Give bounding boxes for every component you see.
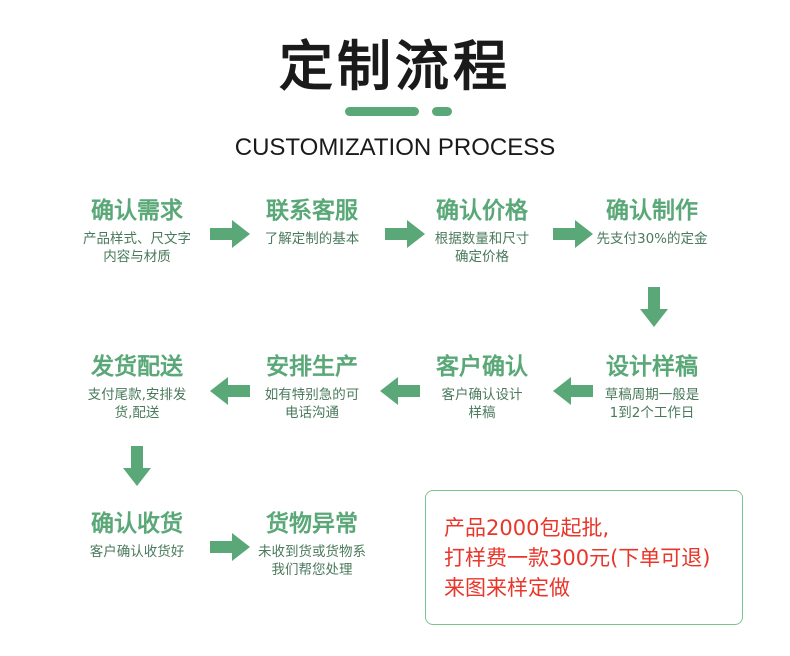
step-desc: 草稿周期一般是 1到2个工作日 bbox=[572, 386, 732, 422]
step-confirm-requirements: 确认需求 产品样式、尺文字 内容与材质 bbox=[57, 196, 217, 266]
step-desc-line: 产品样式、尺文字 bbox=[83, 231, 191, 247]
step-title: 客户确认 bbox=[436, 354, 528, 380]
step-desc: 产品样式、尺文字 内容与材质 bbox=[57, 230, 217, 266]
step-desc: 了解定制的基本 bbox=[232, 230, 392, 248]
note-content: 产品2000包起批, 打样费一款300元(下单可退) 来图来样定做 bbox=[444, 513, 710, 603]
arrow-left-icon bbox=[380, 377, 420, 405]
arrow-down-icon bbox=[640, 287, 668, 327]
step-title: 联系客服 bbox=[266, 198, 358, 224]
step-title: 发货配送 bbox=[91, 354, 183, 380]
step-title: 确认价格 bbox=[436, 198, 528, 224]
step-desc-line: 了解定制的基本 bbox=[264, 231, 360, 247]
step-title: 货物异常 bbox=[266, 511, 358, 537]
arrow-right-icon bbox=[210, 533, 250, 561]
step-confirm-production: 确认制作 先支付30%的定金 bbox=[572, 196, 732, 248]
step-desc-line: 电话沟通 bbox=[285, 405, 339, 421]
note-line-moq: 产品2000包起批, bbox=[444, 516, 610, 540]
step-title: 确认收货 bbox=[91, 511, 183, 537]
step-desc-line: 草稿周期一般是 bbox=[604, 387, 700, 403]
arrow-down-icon bbox=[123, 446, 151, 486]
step-arrange-production: 安排生产 如有特别急的可 电话沟通 bbox=[232, 352, 392, 422]
arrow-right-icon bbox=[385, 220, 425, 248]
step-contact-service: 联系客服 了解定制的基本 bbox=[232, 196, 392, 248]
arrow-right-icon bbox=[210, 220, 250, 248]
step-desc-line: 1到2个工作日 bbox=[609, 405, 695, 421]
step-desc-line: 货,配送 bbox=[114, 405, 160, 421]
step-title: 确认制作 bbox=[606, 198, 698, 224]
step-customer-confirm: 客户确认 客户确认设计 样稿 bbox=[402, 352, 562, 422]
step-desc-line: 先支付30%的定金 bbox=[596, 231, 708, 247]
step-desc-line: 样稿 bbox=[468, 405, 496, 421]
step-desc: 未收到货或货物系 我们帮您处理 bbox=[232, 543, 392, 579]
step-desc-line: 如有特别急的可 bbox=[264, 387, 360, 403]
step-confirm-receipt: 确认收货 客户确认收货好 bbox=[57, 509, 217, 561]
step-confirm-price: 确认价格 根据数量和尺寸 确定价格 bbox=[402, 196, 562, 266]
step-title: 确认需求 bbox=[91, 198, 183, 224]
step-shipping: 发货配送 支付尾款,安排发 货,配送 bbox=[57, 352, 217, 422]
step-desc-line: 我们帮您处理 bbox=[271, 562, 353, 578]
step-desc-line: 客户确认设计 bbox=[441, 387, 523, 403]
step-title: 设计样稿 bbox=[606, 354, 698, 380]
note-line-sample-fee: 打样费一款300元(下单可退) bbox=[444, 546, 711, 570]
step-goods-exception: 货物异常 未收到货或货物系 我们帮您处理 bbox=[232, 509, 392, 579]
step-desc: 支付尾款,安排发 货,配送 bbox=[57, 386, 217, 422]
step-design-draft: 设计样稿 草稿周期一般是 1到2个工作日 bbox=[572, 352, 732, 422]
step-desc: 客户确认收货好 bbox=[57, 543, 217, 561]
step-desc-line: 内容与材质 bbox=[103, 249, 171, 265]
step-desc: 根据数量和尺寸 确定价格 bbox=[402, 230, 562, 266]
title-underline-long bbox=[345, 107, 419, 116]
arrow-left-icon bbox=[553, 377, 593, 405]
note-line-custom: 来图来样定做 bbox=[444, 576, 570, 600]
page-title: 定制流程 bbox=[279, 35, 511, 98]
arrow-right-icon bbox=[553, 220, 593, 248]
step-desc-line: 客户确认收货好 bbox=[89, 544, 185, 560]
page-subtitle: CUSTOMIZATION PROCESS bbox=[234, 134, 556, 161]
note-box: 产品2000包起批, 打样费一款300元(下单可退) 来图来样定做 bbox=[425, 490, 743, 625]
step-desc-line: 根据数量和尺寸 bbox=[434, 231, 530, 247]
step-desc-line: 支付尾款,安排发 bbox=[87, 387, 187, 403]
step-desc-line: 未收到货或货物系 bbox=[258, 544, 366, 560]
step-desc: 如有特别急的可 电话沟通 bbox=[232, 386, 392, 422]
step-desc: 客户确认设计 样稿 bbox=[402, 386, 562, 422]
step-desc: 先支付30%的定金 bbox=[572, 230, 732, 248]
step-desc-line: 确定价格 bbox=[455, 249, 509, 265]
arrow-left-icon bbox=[210, 377, 250, 405]
title-underline-short bbox=[432, 107, 452, 116]
step-title: 安排生产 bbox=[266, 354, 358, 380]
